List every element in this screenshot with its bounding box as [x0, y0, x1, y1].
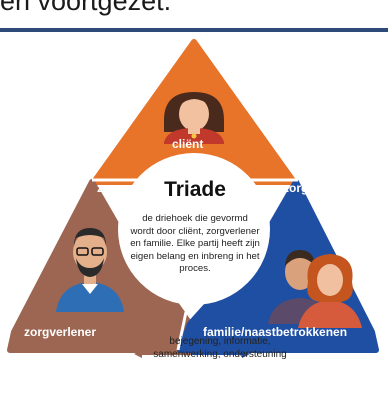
- triad-figure: cliënt zorg zorg Triade de driehoek die …: [0, 32, 388, 393]
- caregiver-avatar-icon: [56, 228, 124, 312]
- header-text: en voortgezet.: [0, 0, 172, 16]
- caregiver-label: zorgverlener: [24, 325, 97, 339]
- client-avatar-icon: [164, 92, 224, 144]
- client-label: cliënt: [172, 137, 204, 151]
- relation-caption: bejegening, informatie, samenwerking, on…: [120, 335, 320, 361]
- relation-caption-line1: bejegening, informatie,: [169, 336, 271, 347]
- header-divider: [0, 28, 388, 32]
- family-label: familie/naastbetrokkenen: [203, 325, 348, 339]
- central-circle: [118, 153, 270, 305]
- zorg-label-left: zorg: [97, 181, 123, 195]
- family-avatar-icon: [268, 250, 362, 328]
- zorg-label-right: zorg: [283, 181, 309, 195]
- separator-bottom: [176, 311, 188, 351]
- triad-graphic: [7, 39, 379, 353]
- relation-caption-line2: samenwerking, ondersteuning: [153, 349, 287, 360]
- triad-title: Triade: [164, 178, 226, 201]
- triad-description: de driehoek die gevormd wordt door cliën…: [130, 213, 260, 275]
